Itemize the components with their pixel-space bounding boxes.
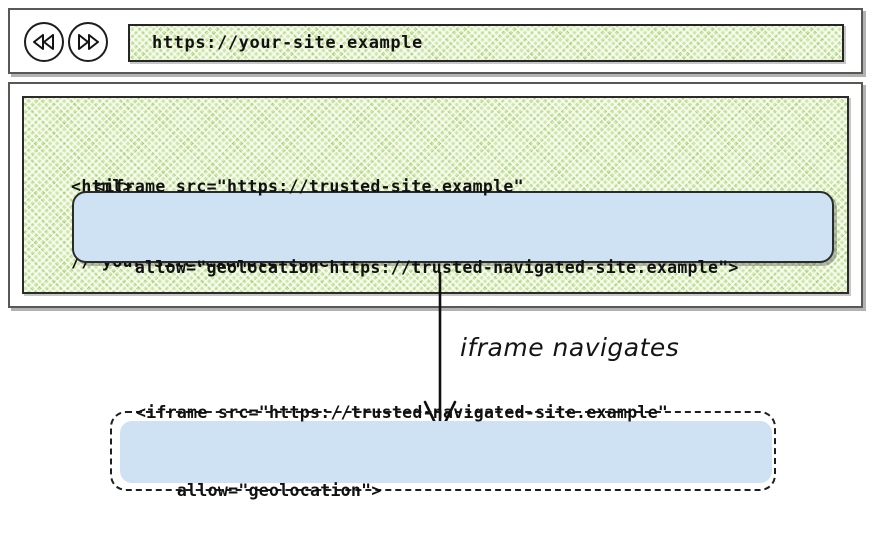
address-bar-value: https://your-site.example xyxy=(152,33,423,53)
navigated-iframe-box: <iframe src="https://trusted-navigated-s… xyxy=(120,403,772,500)
navigated-iframe-outline: <iframe src="https://trusted-navigated-s… xyxy=(110,403,776,500)
rewind-icon xyxy=(32,34,56,50)
browser-toolbar: https://your-site.example xyxy=(8,8,863,74)
back-button[interactable] xyxy=(24,22,64,62)
annotation-label: iframe navigates xyxy=(460,333,680,362)
iframe-embed-code: <iframe src="https://trusted-site.exampl… xyxy=(94,119,739,335)
navigated-iframe-line-1: <iframe src="https://trusted-navigated-s… xyxy=(136,403,669,422)
page-content-area: <html> // your-site.example code <iframe… xyxy=(22,96,849,294)
iframe-embed-line-2: allow="geolocation https://trusted-navig… xyxy=(94,258,739,277)
navigated-iframe-code: <iframe src="https://trusted-navigated-s… xyxy=(136,348,668,556)
navigated-iframe-line-2: allow="geolocation"> xyxy=(136,481,382,500)
browser-window: https://your-site.example <html> // your… xyxy=(8,8,865,310)
iframe-embed-line-1: <iframe src="https://trusted-site.exampl… xyxy=(94,177,524,196)
navigation-buttons xyxy=(24,22,108,62)
forward-button[interactable] xyxy=(68,22,108,62)
browser-viewport: <html> // your-site.example code <iframe… xyxy=(8,82,863,308)
iframe-embed-snippet-box: <iframe src="https://trusted-site.exampl… xyxy=(72,177,834,277)
fast-forward-icon xyxy=(76,34,100,50)
address-bar[interactable]: https://your-site.example xyxy=(128,24,844,62)
